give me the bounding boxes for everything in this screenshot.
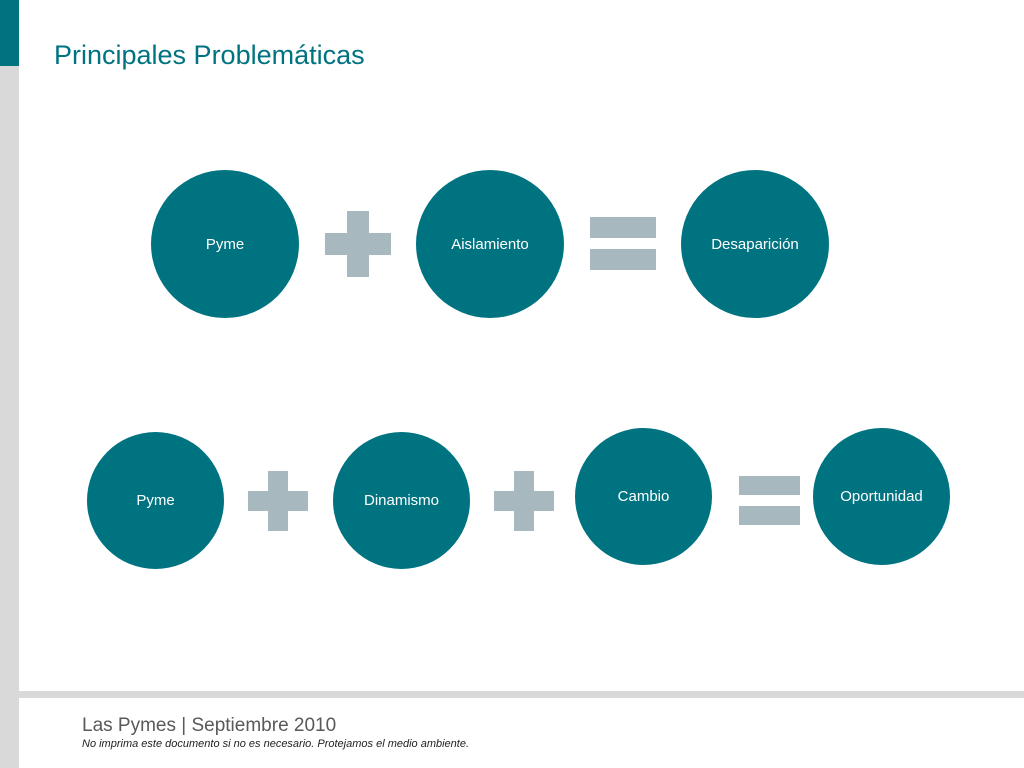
- term-circle-cambio: Cambio: [575, 428, 712, 565]
- term-circle-pyme-2: Pyme: [87, 432, 224, 569]
- footer-divider: [19, 691, 1024, 698]
- result-circle-desaparicion: Desaparición: [681, 170, 829, 318]
- slide-title: Principales Problemáticas: [54, 40, 365, 70]
- term-circle-dinamismo: Dinamismo: [333, 432, 470, 569]
- equals-icon: [590, 217, 656, 270]
- left-sidebar-bar: [0, 0, 19, 768]
- plus-icon: [325, 211, 391, 277]
- footer-note: No imprima este documento si no es neces…: [82, 738, 470, 750]
- plus-icon: [494, 471, 554, 531]
- left-accent-block: [0, 0, 19, 66]
- footer-title: Las Pymes | Septiembre 2010: [82, 715, 337, 736]
- term-circle-pyme: Pyme: [151, 170, 299, 318]
- result-circle-oportunidad: Oportunidad: [813, 428, 950, 565]
- term-circle-aislamiento: Aislamiento: [416, 170, 564, 318]
- plus-icon: [248, 471, 308, 531]
- equals-icon: [739, 476, 800, 525]
